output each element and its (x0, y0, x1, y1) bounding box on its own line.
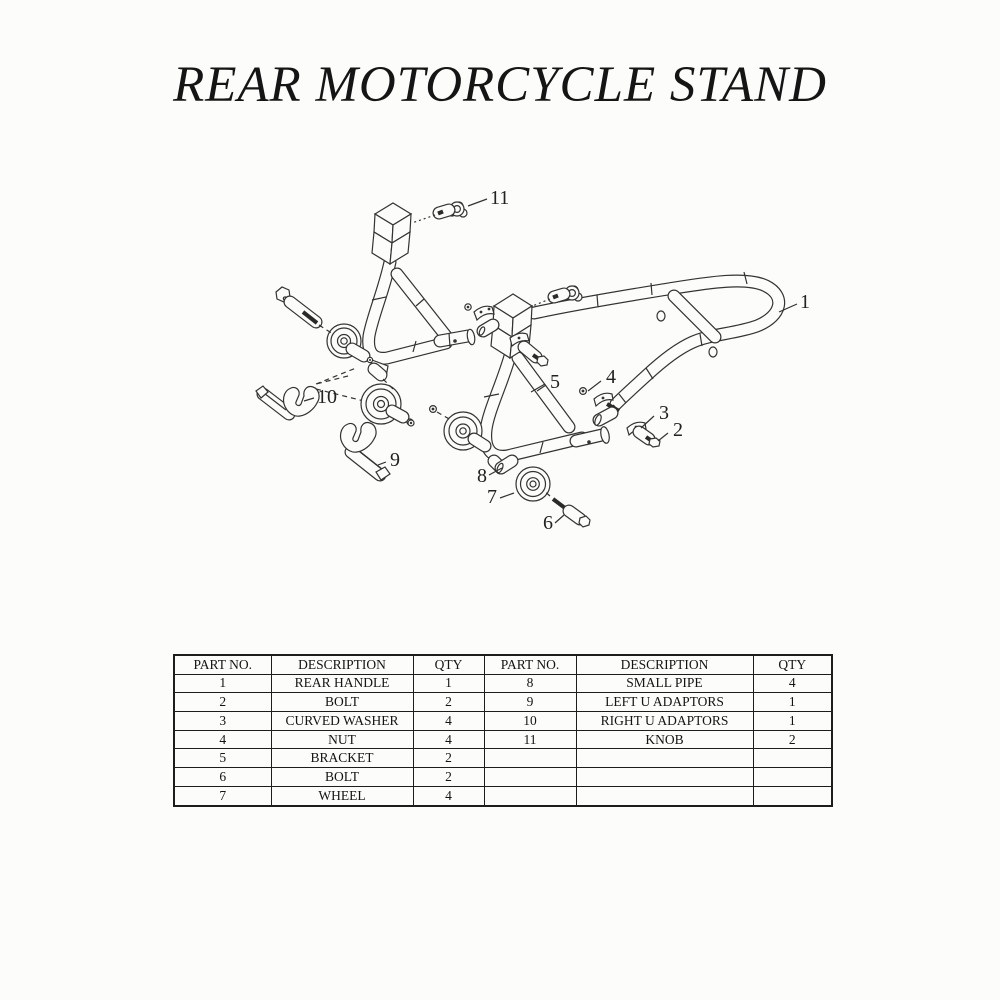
table-cell: 8 (483, 673, 577, 694)
table-cell: 4 (412, 785, 485, 807)
col-header-qty-2: QTY (752, 654, 833, 675)
table-cell: SMALL PIPE (575, 673, 754, 694)
page-title: REAR MOTORCYCLE STAND (173, 57, 827, 113)
knob-right (529, 285, 583, 308)
callout-11: 11 (490, 187, 509, 209)
table-cell: 11 (483, 729, 577, 750)
table-cell: 4 (173, 729, 272, 750)
knob-left (411, 201, 468, 224)
callout-labels: 11 1 5 4 3 2 10 9 8 7 6 (317, 187, 810, 534)
table-cell (483, 748, 577, 769)
table-row: 5 BRACKET 2 (173, 748, 833, 769)
bolt-upper-left (275, 286, 334, 335)
table-cell (752, 767, 833, 787)
table-cell: 2 (412, 767, 485, 787)
table-cell (483, 767, 577, 787)
table-cell: NUT (270, 729, 414, 750)
table-cell: 7 (173, 785, 272, 807)
table-cell (752, 748, 833, 769)
table-cell: KNOB (575, 729, 754, 750)
callout-4: 4 (606, 366, 616, 388)
table-cell: BOLT (270, 692, 414, 713)
table-cell: CURVED WASHER (270, 711, 414, 731)
table-cell (575, 767, 754, 787)
callout-9: 9 (390, 449, 400, 471)
table-header-row: PART NO. DESCRIPTION QTY PART NO. DESCRI… (173, 654, 833, 675)
table-cell (483, 785, 577, 807)
col-header-qty-1: QTY (412, 654, 485, 675)
table-cell: RIGHT U ADAPTORS (575, 711, 754, 731)
wheel-assemblies-left (326, 323, 414, 426)
table-cell: WHEEL (270, 785, 414, 807)
table-row: 7 WHEEL 4 (173, 785, 833, 807)
callout-3: 3 (659, 402, 669, 424)
table-cell: LEFT U ADAPTORS (575, 692, 754, 713)
table-row: 2 BOLT 2 9 LEFT U ADAPTORS 1 (173, 692, 833, 713)
parts-table: PART NO. DESCRIPTION QTY PART NO. DESCRI… (173, 654, 833, 807)
table-cell: 6 (173, 767, 272, 787)
table-cell: 4 (412, 729, 485, 750)
table-cell (752, 785, 833, 807)
table-cell: BOLT (270, 767, 414, 787)
table-cell: 1 (752, 692, 833, 713)
table-cell: 1 (752, 711, 833, 731)
table-row: 6 BOLT 2 (173, 767, 833, 787)
table-cell: 1 (173, 673, 272, 694)
col-header-description-2: DESCRIPTION (575, 654, 754, 675)
u-adaptors (255, 385, 391, 482)
callout-2: 2 (673, 419, 683, 441)
callout-1: 1 (800, 291, 810, 313)
table-row: 3 CURVED WASHER 4 10 RIGHT U ADAPTORS 1 (173, 711, 833, 731)
callout-leaders (303, 198, 798, 524)
table-cell: 4 (752, 673, 833, 694)
table-cell: 5 (173, 748, 272, 769)
callout-5: 5 (550, 371, 560, 393)
callout-6: 6 (543, 512, 553, 534)
col-header-description-1: DESCRIPTION (270, 654, 414, 675)
table-cell: REAR HANDLE (270, 673, 414, 694)
rear-handle-loop (527, 271, 786, 415)
table-cell: 10 (483, 711, 577, 731)
table-cell: 2 (173, 692, 272, 713)
table-cell: BRACKET (270, 748, 414, 769)
table-cell: 4 (412, 711, 485, 731)
table-cell: 2 (752, 729, 833, 750)
col-header-part-no-1: PART NO. (173, 654, 272, 675)
left-stand-frame (362, 202, 476, 382)
table-cell: 9 (483, 692, 577, 713)
callout-8: 8 (477, 465, 487, 487)
table-cell: 2 (412, 748, 485, 769)
small-fasteners (407, 303, 661, 528)
table-row: 1 REAR HANDLE 1 8 SMALL PIPE 4 (173, 673, 833, 694)
table-cell (575, 785, 754, 807)
callout-7: 7 (487, 486, 497, 508)
table-cell: 1 (412, 673, 485, 694)
table-cell (575, 748, 754, 769)
table-cell: 2 (412, 692, 485, 713)
wheel-assemblies-middle (443, 411, 551, 502)
callout-10: 10 (317, 386, 337, 408)
middle-stand-frame (479, 293, 610, 475)
col-header-part-no-2: PART NO. (483, 654, 577, 675)
table-row: 4 NUT 4 11 KNOB 2 (173, 729, 833, 750)
assembly-guide-lines (315, 367, 365, 402)
table-cell: 3 (173, 711, 272, 731)
